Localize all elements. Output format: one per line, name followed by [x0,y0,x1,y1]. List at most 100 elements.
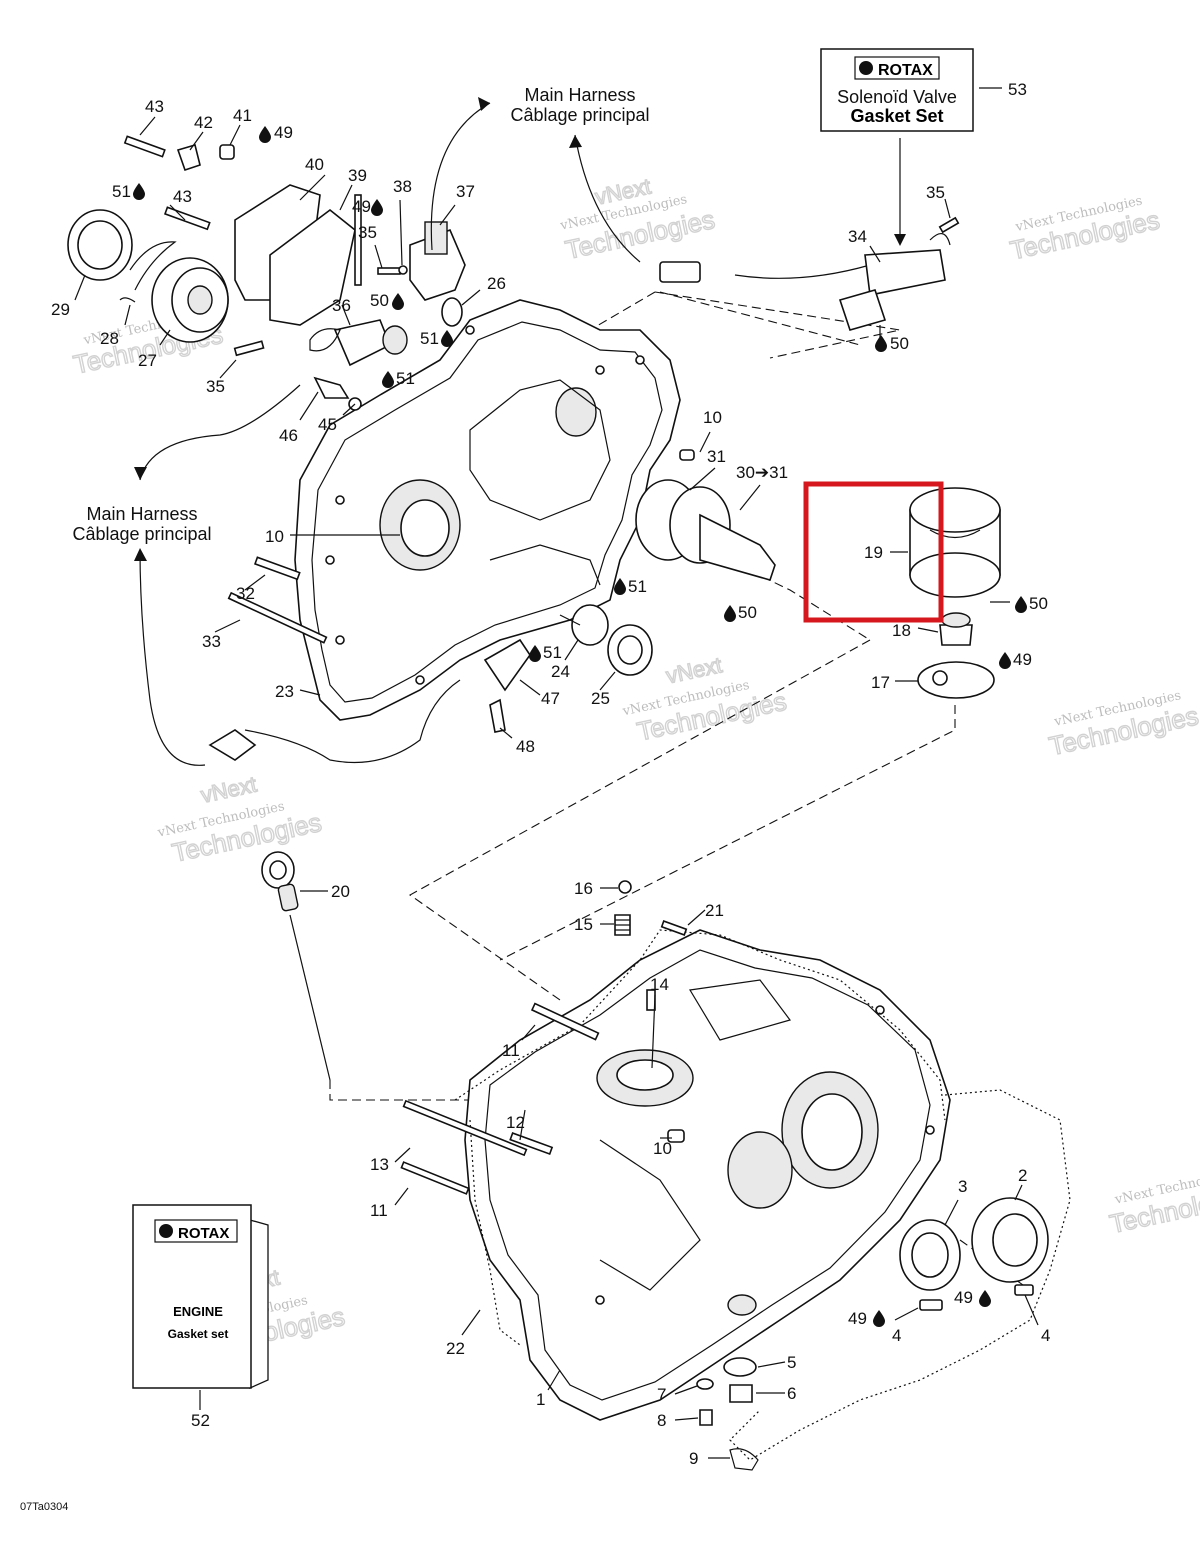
oil-drop-icon [133,183,145,200]
callout-23: 23 [275,682,294,701]
callout-12: 12 [506,1113,525,1132]
solenoid-brand: ROTAX [878,62,933,79]
gasket-39 [269,208,356,326]
callout-22: 22 [446,1339,465,1358]
harness-labels: Main Harness Câblage principal Main Harn… [72,85,649,544]
nipple-18 [939,624,973,646]
callout-19: 19 [864,543,883,562]
oil-drop-icon [875,335,887,352]
harness-left-arrow [139,384,301,481]
callout-32: 32 [236,584,255,603]
callout-51: 51 [543,643,562,662]
callout-38: 38 [393,177,412,196]
callout-51: 51 [420,329,439,348]
callout-13: 13 [370,1155,389,1174]
retaining-ring [129,241,177,291]
callout-42: 42 [194,113,213,132]
solenoid-line1: Solenoïd Valve [837,87,957,107]
seal-26 [441,297,463,327]
oil-drop-icons [133,126,1027,1327]
callout-numbers: 43 42 41 49 40 39 38 49 37 51 43 35 29 2… [51,80,1050,1468]
oil-drop-icon [1015,596,1027,613]
sensor-37 [409,228,466,301]
callout-50: 50 [738,603,757,622]
bracket-42 [176,143,201,172]
seal-24 [571,604,609,646]
gasket-17 [917,661,995,699]
gaskets [454,929,1071,1461]
callout-41: 41 [233,106,252,125]
pin-36 [354,194,362,286]
oil-drop-icon [873,1310,885,1327]
shaft-30 [699,513,776,581]
callout-49: 49 [274,123,293,142]
screw-11b [400,1161,470,1195]
screw-35 [377,267,401,275]
rotax-logo-icon [859,61,873,75]
harness-top-en: Main Harness [524,85,635,105]
watermark-9: vNext Technologies Technologies [1106,1166,1200,1240]
oil-drop-icon [614,578,626,595]
o-ring-5 [723,1357,757,1377]
callout-24: 24 [551,662,570,681]
booklet-line1: ENGINE [173,1304,223,1319]
callout-10: 10 [653,1139,672,1158]
dowel-10 [679,449,695,461]
watermark-7: vNext Technologies Technologies [1007,194,1163,267]
watermark-3: vNext Technologies Technologies vNext [156,771,325,869]
middle-parts [208,556,653,764]
callout-49: 49 [848,1309,867,1328]
harness-arrows [134,97,906,766]
gasket-9 [729,1448,759,1471]
pin-21 [660,920,688,936]
callout-9: 9 [689,1449,698,1468]
rotax-logo-icon [159,1224,173,1238]
callout-11: 11 [502,1041,520,1060]
callout-48: 48 [516,737,535,756]
callout-27: 27 [138,351,157,370]
assembly-dashed-lines [329,291,1031,1291]
oil-drop-icon [371,199,383,216]
callout-34: 34 [848,227,867,246]
watermark-8: vNext Technologies Technologies [1046,688,1200,762]
callout-28: 28 [100,329,119,348]
callout-25: 25 [591,689,610,708]
oil-drop-icon [529,645,541,662]
screw-48 [489,698,506,733]
callout-3: 3 [958,1177,967,1196]
shaft-assembly [635,449,776,581]
callout-37: 37 [456,182,475,201]
harness-left-en: Main Harness [86,504,197,524]
callout-43: 43 [145,97,164,116]
bushing-41 [219,144,235,160]
screw-35b [938,216,960,234]
connector-solenoid [659,261,701,283]
dowel-10c [667,1129,685,1143]
engine-gasket-set-booklet: ROTAX ENGINE Gasket set [132,1204,269,1390]
callout-33: 33 [202,632,221,651]
callout-15: 15 [574,915,593,934]
callout-50: 50 [370,291,389,310]
oil-drop-icon [392,293,404,310]
solenoid-gasket-set-box: ROTAX Solenoïd Valve Gasket Set [820,48,974,132]
callout-49: 49 [954,1288,973,1307]
callout-49: 49 [1013,650,1032,669]
callout-2: 2 [1018,1166,1027,1185]
callout-49: 49 [352,197,371,216]
harness-top-arrow [430,102,491,251]
callout-8: 8 [657,1411,666,1430]
callout-31: 31 [707,447,726,466]
callout-10: 10 [703,408,722,427]
harness-left-fr: Câblage principal [72,524,211,544]
callout-50: 50 [890,334,909,353]
solenoid-36 [333,319,392,367]
callout-21: 21 [705,901,724,920]
callout-17: 17 [871,673,890,692]
callout-51: 51 [628,577,647,596]
callout-35: 35 [206,377,225,396]
solenoid-34 [864,249,946,296]
clutch-cover-housing [294,299,681,721]
booklet-brand: ROTAX [178,1225,229,1242]
callout-50: 50 [1029,594,1048,613]
